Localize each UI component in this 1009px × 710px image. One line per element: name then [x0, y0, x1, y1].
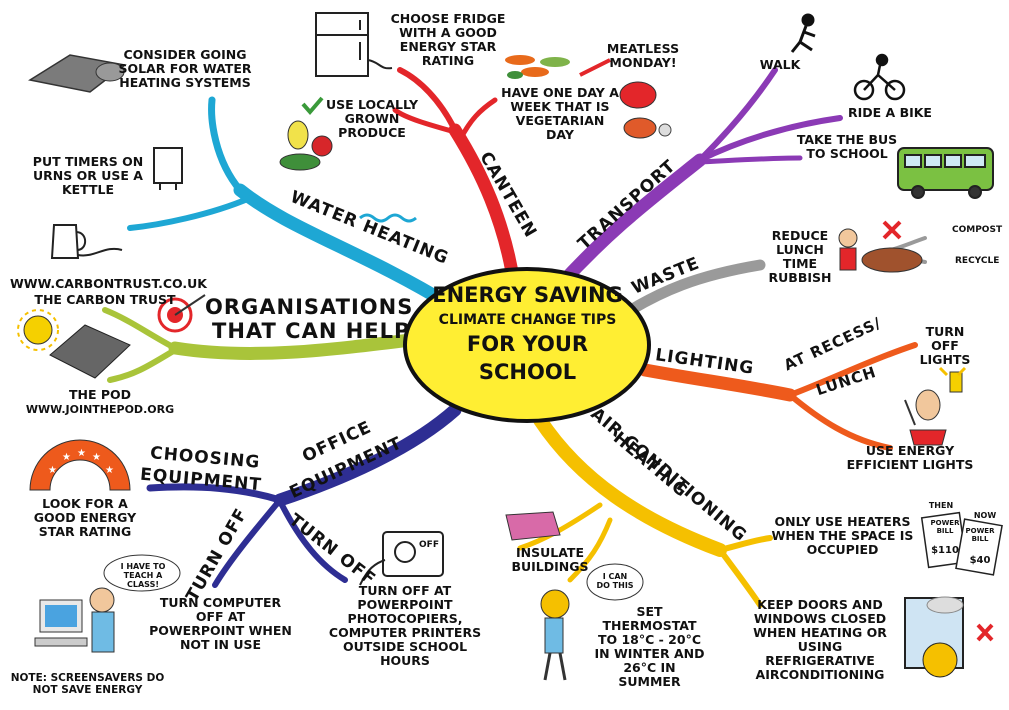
- power-bills-icon: [920, 511, 1003, 576]
- sun-icon: [17, 309, 59, 351]
- label-bill-then: $110: [931, 545, 959, 556]
- tip-timers: PUT TIMERS ON URNS OR USE A KETTLE: [32, 154, 144, 197]
- tip-thermostat: SET THERMOSTAT TO 18°C - 20°C IN WINTER …: [594, 604, 705, 689]
- tip-walk: WALK: [759, 57, 801, 72]
- branch-organisations: [102, 307, 417, 383]
- target-icon: [157, 294, 206, 333]
- insulation-icon: [505, 511, 561, 541]
- boy-rubbish-icon: [838, 220, 923, 273]
- tip-computer: TURN COMPUTER OFF AT POWERPOINT WHEN NOT…: [149, 595, 292, 652]
- branch-canteen: [392, 67, 522, 297]
- tip-vegetarian: HAVE ONE DAY A WEEK THAT IS VEGETARIAN D…: [501, 85, 619, 142]
- tip-local: USE LOCALLY GROWN PRODUCE: [325, 97, 419, 140]
- vegetables-icon: [505, 55, 611, 79]
- open-door-icon: [904, 596, 994, 678]
- powerpoint-icon: [359, 531, 444, 586]
- label-off: OFF: [419, 540, 439, 550]
- tip-meatless: MEATLESS MONDAY!: [606, 41, 680, 70]
- center-line-4: SCHOOL: [478, 360, 577, 384]
- tip-screensavers: NOTE: SCREENSAVERS DO NOT SAVE ENERGY: [10, 672, 165, 696]
- label-that-can-help: THAT CAN HELP: [212, 319, 411, 343]
- star-rating-icon: ★ ★ ★ ★ ★: [29, 439, 131, 491]
- urn-icon: [153, 147, 183, 190]
- tip-rubbish: REDUCE LUNCH TIME RUBBISH: [768, 228, 832, 285]
- water-wave-icon: [359, 213, 417, 223]
- label-power-bill-then: POWER BILL: [930, 519, 960, 535]
- svg-text:★: ★: [77, 448, 86, 459]
- tomatoes-icon: [619, 81, 672, 139]
- tip-bus: TAKE THE BUS TO SCHOOL: [796, 132, 898, 161]
- solar-roll-icon: [28, 54, 127, 93]
- tip-solar: CONSIDER GOING SOLAR FOR WATER HEATING S…: [118, 47, 252, 90]
- tip-pod: THE POD: [68, 387, 132, 402]
- tip-efficient: USE ENERGY EFFICIENT LIGHTS: [846, 443, 974, 472]
- label-bill-now: $40: [969, 555, 991, 566]
- tip-lights-off: TURN OFF LIGHTS: [919, 324, 971, 367]
- bus-icon: [897, 147, 994, 199]
- fridge-icon: [315, 12, 393, 77]
- center-line-3: FOR YOUR: [466, 332, 589, 356]
- tip-powerpoint: TURN OFF AT POWERPOINT PHOTOCOPIERS, COM…: [328, 583, 482, 668]
- kettle-icon: [50, 224, 123, 259]
- label-organisations: ORGANISATIONS: [205, 295, 414, 319]
- center-line-1: ENERGY SAVING: [432, 283, 623, 307]
- branch-transport: [553, 67, 843, 292]
- center-title: ENERGY SAVING CLIMATE CHANGE TIPS FOR YO…: [405, 270, 650, 420]
- svg-text:★: ★: [92, 452, 101, 463]
- tip-compost: COMPOST: [952, 225, 1003, 235]
- link-pod-url[interactable]: WWW.JOINTHEPOD.ORG: [25, 403, 175, 416]
- tip-energy-star: LOOK FOR A GOOD ENERGY STAR RATING: [33, 496, 137, 539]
- tip-recycle: RECYCLE: [955, 256, 1000, 266]
- tip-fridge: CHOOSE FRIDGE WITH A GOOD ENERGY STAR RA…: [390, 11, 506, 68]
- branch-office: [146, 403, 462, 588]
- teacher-computer-icon: [34, 554, 181, 653]
- tip-insulate: INSULATE BUILDINGS: [511, 545, 589, 574]
- label-power-bill-now: POWER BILL: [965, 527, 995, 543]
- bubble-can-do: I CAN DO THIS: [596, 572, 634, 590]
- svg-text:★: ★: [48, 465, 57, 476]
- center-line-2: CLIMATE CHANGE TIPS: [438, 312, 617, 328]
- person-lights-icon: [904, 389, 947, 446]
- center-ellipse: [403, 267, 651, 423]
- branch-water-heating: [127, 96, 457, 312]
- branch-lighting: [638, 342, 918, 451]
- bubble-teach: I HAVE TO TEACH A CLASS!: [120, 562, 166, 589]
- boy-thermostat-icon: [540, 563, 644, 681]
- walker-icon: [790, 13, 816, 53]
- svg-text:★: ★: [105, 465, 114, 476]
- tip-bike: RIDE A BIKE: [848, 105, 932, 120]
- bike-icon: [853, 53, 906, 101]
- tip-heaters: ONLY USE HEATERS WHEN THE SPACE IS OCCUP…: [771, 514, 914, 557]
- bulb-icon: [938, 366, 967, 393]
- svg-text:★: ★: [62, 452, 71, 463]
- tip-carbontrust: THE CARBON TRUST: [34, 292, 176, 307]
- tip-doors: KEEP DOORS AND WINDOWS CLOSED WHEN HEATI…: [753, 597, 887, 682]
- link-carbontrust-url[interactable]: WWW.CARBONTRUST.CO.UK: [10, 276, 207, 291]
- solar-panel-icon: [49, 324, 131, 379]
- produce-icon: [279, 96, 333, 171]
- label-then: THEN: [928, 501, 954, 510]
- label-now: NOW: [973, 511, 997, 520]
